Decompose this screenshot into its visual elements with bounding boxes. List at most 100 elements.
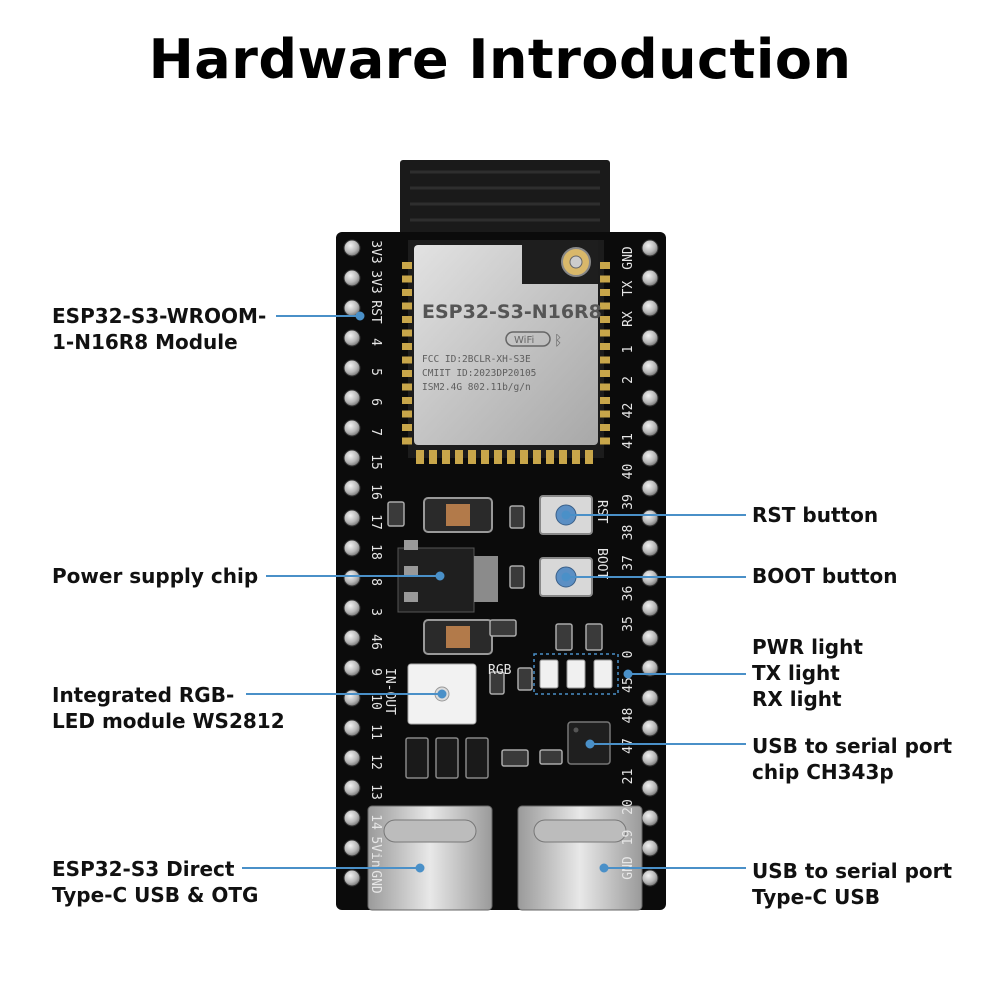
header-pin <box>343 779 361 797</box>
header-pin <box>641 749 659 767</box>
header-pin <box>641 269 659 287</box>
pin-label: RX <box>621 311 636 327</box>
pin-label: 4 <box>368 338 383 346</box>
pin-label: 9 <box>368 668 383 676</box>
header-pin <box>343 539 361 557</box>
header-pin <box>343 569 361 587</box>
esp32-module: ESP32-S3-N16R8 WiFi ᛒ FCC ID:2BCLR-XH-S3… <box>402 240 610 464</box>
pin-label: 36 <box>621 586 636 602</box>
header-pin <box>343 449 361 467</box>
pin-label: 8 <box>368 578 383 586</box>
pin-label: 45 <box>621 677 636 693</box>
left-header-pins <box>343 239 361 887</box>
header-pin <box>641 329 659 347</box>
pin-label: 41 <box>621 433 636 449</box>
header-pin <box>641 599 659 617</box>
pin-label: 3V3 <box>368 240 383 263</box>
module-name: ESP32-S3-N16R8 <box>422 301 602 323</box>
header-pin <box>641 809 659 827</box>
pin-label: 15 <box>368 454 383 470</box>
header-pin <box>343 659 361 677</box>
header-pin <box>641 509 659 527</box>
pin-label: 5Vin <box>368 836 383 867</box>
pin-label: GND <box>621 246 636 270</box>
label-rst-button: RST button <box>752 503 879 527</box>
header-pin <box>641 419 659 437</box>
pin-label: 5 <box>368 368 383 376</box>
header-pin <box>641 659 659 677</box>
pin-label: 11 <box>368 724 383 740</box>
header-pin <box>641 779 659 797</box>
pin-label: 39 <box>621 494 636 510</box>
label-power-supply: Power supply chip <box>52 564 259 588</box>
header-pin <box>343 479 361 497</box>
pin-label: 40 <box>621 464 636 480</box>
header-pin <box>343 809 361 827</box>
header-pin <box>343 599 361 617</box>
module-ism: ISM2.4G 802.11b/g/n <box>422 382 531 393</box>
pin-label: 1 <box>621 346 636 354</box>
silk-rgb: RGB <box>488 663 512 678</box>
pin-label: 16 <box>368 484 383 500</box>
pin-label: 21 <box>621 769 636 785</box>
module-fcc: FCC ID:2BCLR-XH-S3E <box>422 354 531 365</box>
module-cmiit: CMIIT ID:2023DP20105 <box>422 368 536 379</box>
header-pin <box>641 359 659 377</box>
pin-label: 47 <box>621 738 636 754</box>
pin-label: 6 <box>368 398 383 406</box>
header-pin <box>343 869 361 887</box>
header-pin <box>343 329 361 347</box>
header-pin <box>641 629 659 647</box>
pin-label: 17 <box>368 514 383 530</box>
power-supply-chip <box>397 540 498 613</box>
pin-label: 3 <box>368 608 383 616</box>
right-pin-labels: GNDTXRX1242414039383736350454847212019GN… <box>621 246 636 880</box>
pin-label: 7 <box>368 428 383 436</box>
header-pin <box>343 269 361 287</box>
header-pin <box>641 299 659 317</box>
pin-label: 0 <box>621 651 636 659</box>
header-pin <box>343 359 361 377</box>
pin-label: 2 <box>621 376 636 384</box>
pin-label: 42 <box>621 403 636 419</box>
header-pin <box>641 869 659 887</box>
label-boot-button: BOOT button <box>752 564 898 588</box>
silk-boot: BOOT <box>594 548 609 579</box>
page-title: Hardware Introduction <box>148 28 852 91</box>
callout-lines <box>242 311 746 873</box>
silk-rst: RST <box>594 500 609 524</box>
header-pin <box>343 389 361 407</box>
right-header-pins <box>641 239 659 887</box>
usb-c-port-serial <box>517 805 643 911</box>
header-pin <box>641 719 659 737</box>
header-pin <box>343 509 361 527</box>
header-pin <box>641 689 659 707</box>
header-pin <box>343 749 361 767</box>
pin-label: 10 <box>368 694 383 710</box>
header-pin <box>641 389 659 407</box>
label-rgb-led: Integrated RGB-LED module WS2812 <box>52 683 285 733</box>
header-pin <box>641 239 659 257</box>
pin-label: 13 <box>368 784 383 800</box>
header-pin <box>343 689 361 707</box>
silk-in-out: IN-OUT <box>382 668 397 715</box>
indicator-leds <box>533 653 619 695</box>
header-pin <box>641 449 659 467</box>
bluetooth-icon: ᛒ <box>554 333 562 349</box>
header-pin <box>343 419 361 437</box>
header-pin <box>343 629 361 647</box>
header-pin <box>343 839 361 857</box>
pin-label: 48 <box>621 708 636 724</box>
pin-label: 35 <box>621 616 636 632</box>
pin-label: RST <box>368 300 383 324</box>
pin-label: TX <box>621 281 636 297</box>
pin-label: 19 <box>621 830 636 846</box>
module-wifi: WiFi <box>514 335 534 346</box>
header-pin <box>343 239 361 257</box>
left-pin-labels: 3V33V3RST4567151617188346910111213145Vin… <box>368 240 383 894</box>
